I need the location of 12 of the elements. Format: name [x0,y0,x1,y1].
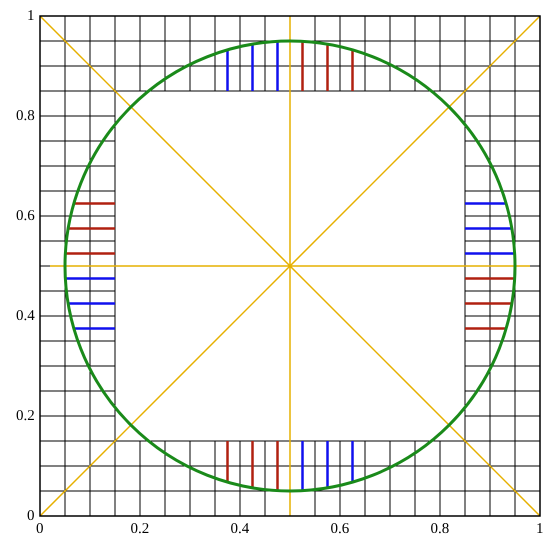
axis-tick-label: 0 [36,522,44,537]
axis-tick-label: 1 [27,8,34,24]
axis-tick-label: 0.6 [330,522,350,537]
axis-tick-label: 1 [536,522,544,537]
axis-tick-label: 0.8 [16,108,35,124]
axis-tick-label: 0.4 [16,308,35,324]
axis-tick-label: 0.4 [230,522,250,537]
axis-tick-label: 0.6 [16,208,35,224]
axis-tick-label: 0 [27,508,34,524]
axis-tick-label: 0.2 [130,522,150,537]
axis-tick-label: 0.2 [16,408,35,424]
axis-tick-label: 0.8 [430,522,450,537]
